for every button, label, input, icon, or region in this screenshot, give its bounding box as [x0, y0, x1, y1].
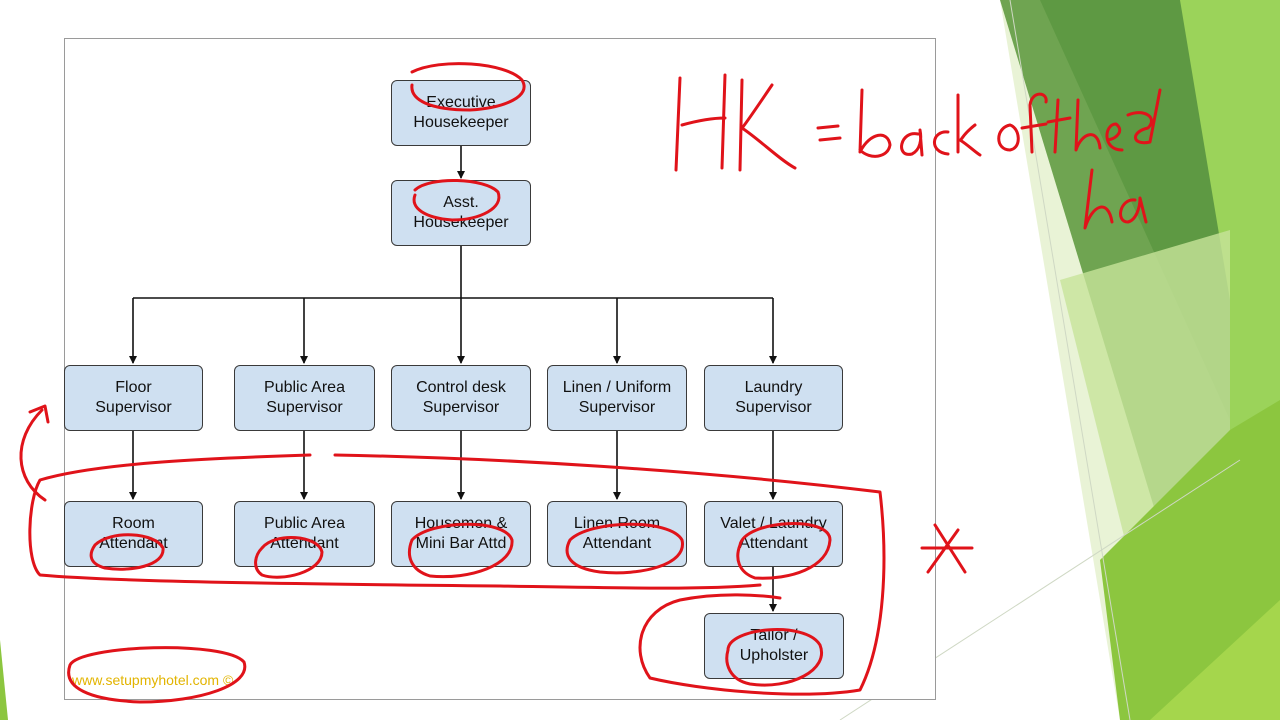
node-linen-room-attendant: Linen Room Attendant — [547, 501, 687, 567]
node-floor-supervisor: Floor Supervisor — [64, 365, 203, 431]
node-executive-housekeeper: Executive Housekeeper — [391, 80, 531, 146]
footer-credit: www.setupmyhotel.com © — [72, 672, 234, 688]
node-linen-uniform-supervisor: Linen / Uniform Supervisor — [547, 365, 687, 431]
node-tailor-upholster: Tailor / Upholster — [704, 613, 844, 679]
node-public-area-attendant: Public Area Attendant — [234, 501, 375, 567]
node-public-area-supervisor: Public Area Supervisor — [234, 365, 375, 431]
node-room-attendant: Room Attendant — [64, 501, 203, 567]
node-asst-housekeeper: Asst. Housekeeper — [391, 180, 531, 246]
node-valet-laundry-attendant: Valet / Laundry Attendant — [704, 501, 843, 567]
node-laundry-supervisor: Laundry Supervisor — [704, 365, 843, 431]
node-control-desk-supervisor: Control desk Supervisor — [391, 365, 531, 431]
node-housemen-minibar: Housemen & Mini Bar Attd — [391, 501, 531, 567]
